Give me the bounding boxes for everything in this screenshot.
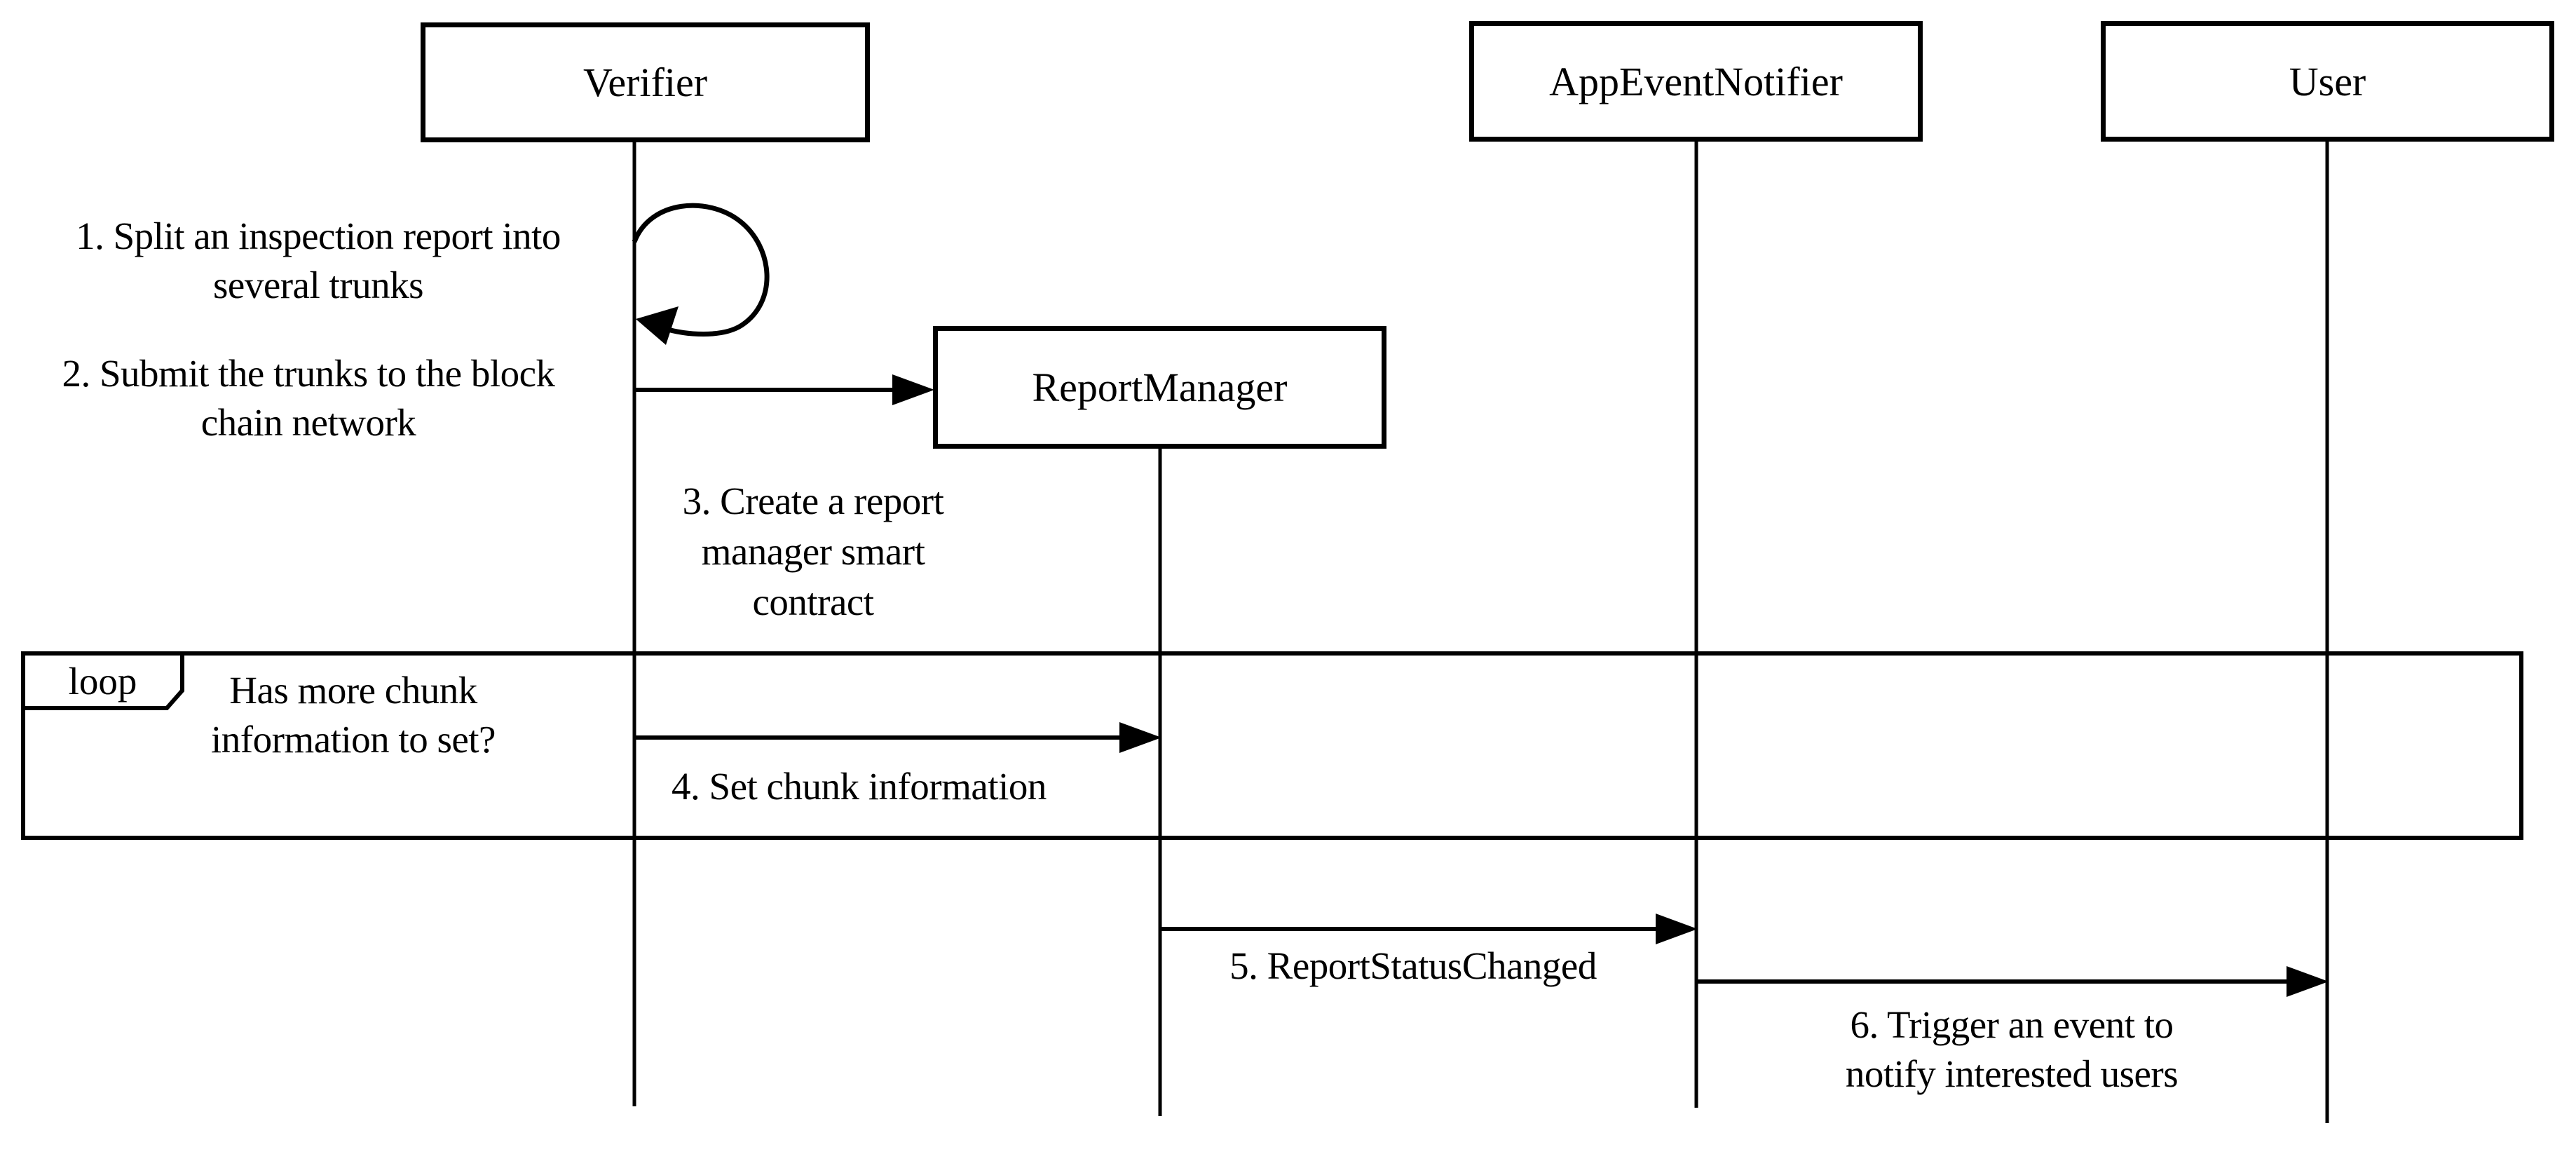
participant-app-event-notifier: AppEventNotifier xyxy=(1469,21,1923,142)
participant-report-manager-label: ReportManager xyxy=(1032,365,1288,410)
participant-user: User xyxy=(2101,21,2554,142)
loop-guard-line: Has more chunk xyxy=(229,669,477,712)
participant-app-event-notifier-label: AppEventNotifier xyxy=(1549,58,1843,104)
message-4-line: 4. Set chunk information xyxy=(672,765,1047,808)
message-4-label: 4. Set chunk information xyxy=(672,762,1047,811)
loop-operator-label: loop xyxy=(68,659,137,702)
loop-guard-text: Has more chunk information to set? xyxy=(143,666,564,764)
message-1-line: several trunks xyxy=(213,264,424,306)
participant-report-manager: ReportManager xyxy=(933,326,1386,449)
message-5-label: 5. ReportStatusChanged xyxy=(1203,942,1623,991)
message-5-arrowhead xyxy=(1656,914,1698,944)
participant-user-label: User xyxy=(2289,58,2366,104)
message-3-line: contract xyxy=(752,581,874,623)
message-6-line: 6. Trigger an event to xyxy=(1850,1003,2174,1046)
loop-guard-line: information to set? xyxy=(211,718,496,761)
message-1-label: 1. Split an inspection report into sever… xyxy=(20,212,616,310)
message-2-label: 2. Submit the trunks to the block chain … xyxy=(11,349,606,447)
message-6-label: 6. Trigger an event to notify interested… xyxy=(1801,1000,2222,1099)
message-1-line: 1. Split an inspection report into xyxy=(76,215,561,257)
message-2-line: chain network xyxy=(200,401,416,444)
message-6-arrowhead xyxy=(2287,966,2329,997)
loop-fragment-frame xyxy=(21,651,2523,840)
message-3-line: 3. Create a report xyxy=(682,480,944,522)
message-3-label: 3. Create a report manager smart contrac… xyxy=(620,476,1006,627)
message-2-arrowhead xyxy=(892,374,934,405)
message-2-line: 2. Submit the trunks to the block xyxy=(62,352,555,395)
self-message-arrowhead xyxy=(636,306,679,345)
message-6-line: notify interested users xyxy=(1845,1052,2179,1095)
participant-verifier: Verifier xyxy=(421,22,870,142)
participant-verifier-label: Verifier xyxy=(582,60,708,105)
loop-operator-pentagon xyxy=(21,651,184,710)
message-3-line: manager smart xyxy=(701,530,925,573)
message-4-arrowhead xyxy=(1119,722,1161,753)
self-message-loop xyxy=(632,203,770,337)
message-5-line: 5. ReportStatusChanged xyxy=(1229,944,1597,987)
